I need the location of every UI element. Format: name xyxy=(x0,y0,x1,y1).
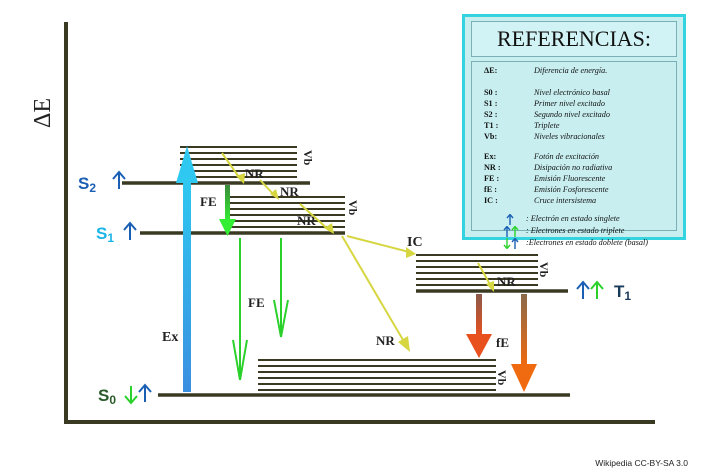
credit-text: Wikipedia CC-BY-SA 3.0 xyxy=(595,458,688,468)
state-label-s0: S0 xyxy=(98,386,116,407)
state-label-s2: S2 xyxy=(78,174,96,195)
y-axis-label: ΔE xyxy=(30,98,56,128)
fe-label-upper: FE xyxy=(200,194,217,209)
nr-arrows xyxy=(221,152,493,346)
spin-arrow-up-icon xyxy=(576,280,590,299)
state-label-s1: S1 xyxy=(96,224,114,245)
phosphorescence-arrow-1 xyxy=(466,294,492,358)
spin-arrow-up-icon xyxy=(138,383,152,402)
nr-label-2: NR xyxy=(280,184,299,199)
vb-label-t1: Vb xyxy=(537,262,551,278)
nr-arrowheads xyxy=(236,173,494,352)
legend-title: REFERENCIAS: xyxy=(471,21,677,57)
vb-label-s0: Vb xyxy=(495,370,509,386)
s0-vibrational-levels xyxy=(258,359,496,391)
fe-label-lower: FE xyxy=(248,295,265,310)
ic-label: IC xyxy=(407,235,423,250)
legend-list: ΔE:Diferencia de energía. S0 :Nivel elec… xyxy=(471,61,677,249)
spin-arrow-up-icon xyxy=(112,170,126,189)
fluorescence-arrow-long xyxy=(232,238,248,381)
nr-label-3: NR xyxy=(297,213,316,228)
excitation-arrow xyxy=(176,146,198,392)
s2-vibrational-levels xyxy=(180,146,297,178)
nr-label-5: NR xyxy=(497,274,516,289)
fluorescence-arrow-short xyxy=(273,238,289,338)
s1-vibrational-levels xyxy=(228,196,345,228)
phosphorescence-arrow-2 xyxy=(511,294,537,392)
t1-vibrational-levels xyxy=(416,254,538,286)
spin-arrow-up-icon xyxy=(123,221,137,240)
nr-label-4: NR xyxy=(376,333,395,348)
state-label-t1: T1 xyxy=(614,282,631,303)
vb-label-s2: Vb xyxy=(301,150,315,166)
fe-phos-label: fE xyxy=(496,335,509,350)
ex-label: Ex xyxy=(162,330,178,345)
spin-arrow-up-icon xyxy=(590,280,604,299)
spin-doublet-icon xyxy=(503,238,519,249)
spin-arrow-down-icon xyxy=(124,386,138,405)
nr-label-1: NR xyxy=(245,166,264,181)
spin-singlet-icon xyxy=(506,214,514,225)
spin-triplet-icon xyxy=(503,226,519,237)
vb-label-s1: Vb xyxy=(346,200,360,216)
fluorescence-arrow-upper xyxy=(219,185,236,236)
legend-panel: REFERENCIAS: ΔE:Diferencia de energía. S… xyxy=(462,14,686,249)
